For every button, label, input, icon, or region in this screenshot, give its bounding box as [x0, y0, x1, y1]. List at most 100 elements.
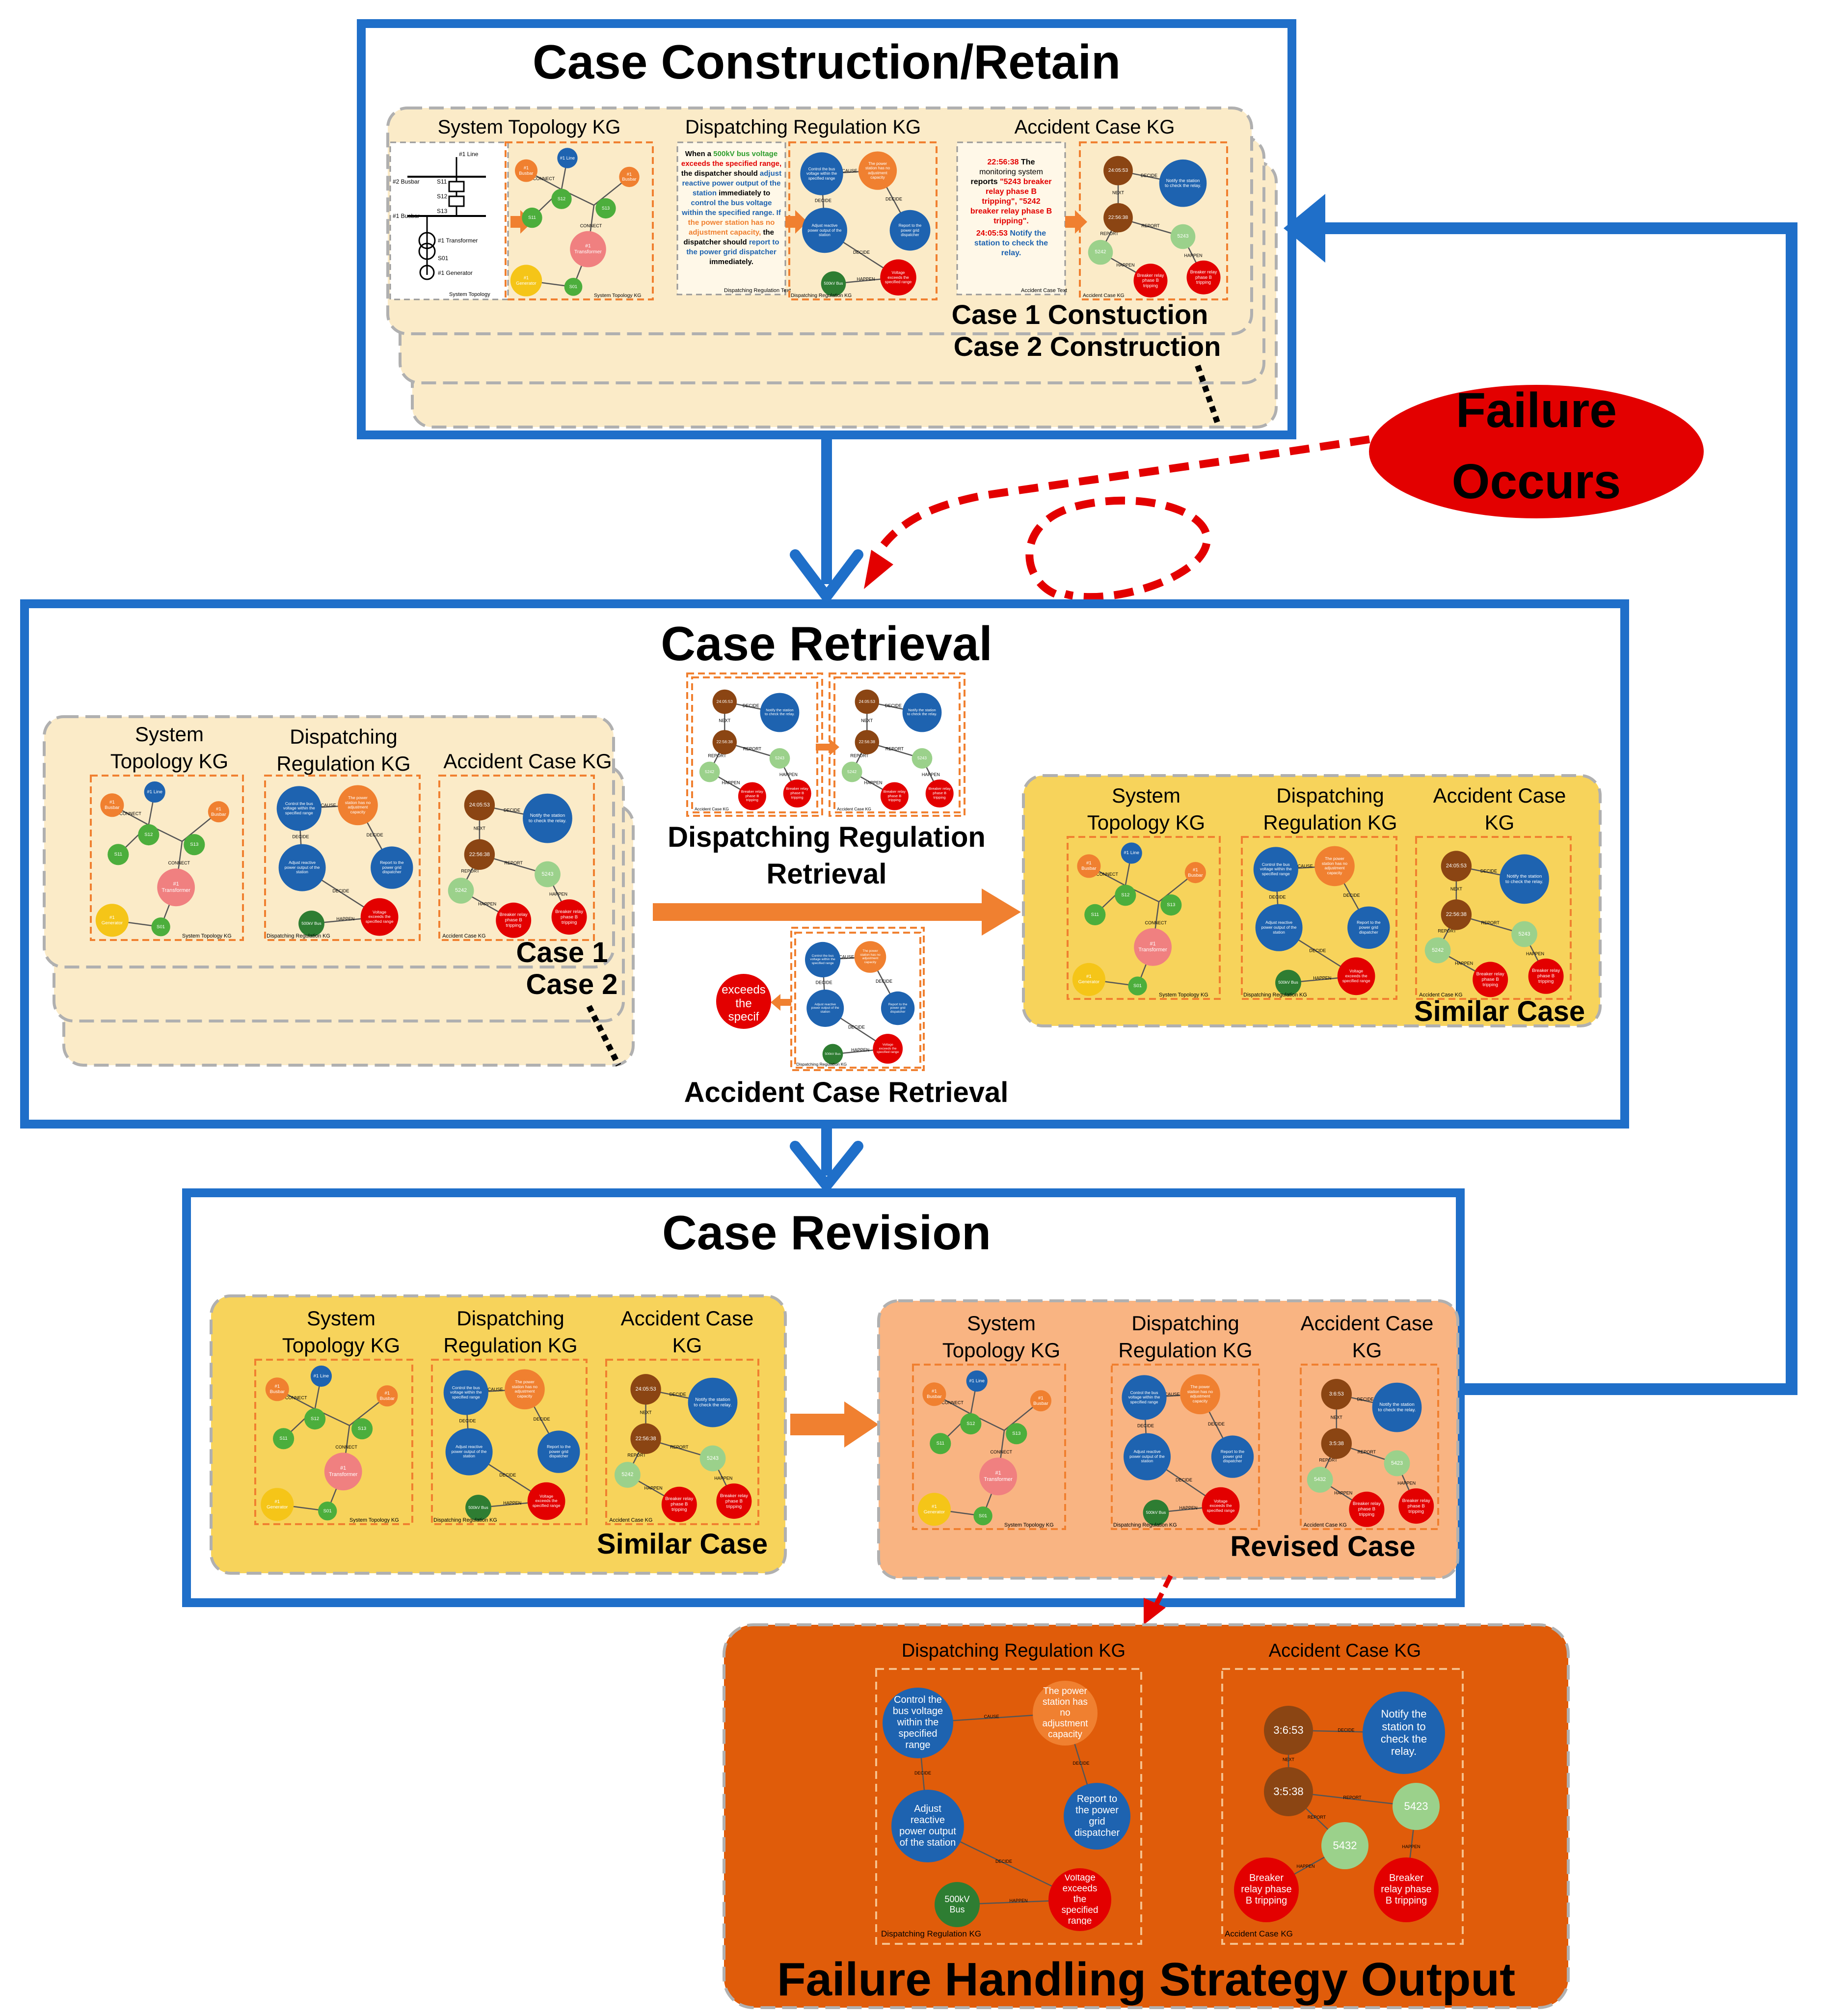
kg-node	[699, 1445, 726, 1472]
output-stage-card	[723, 1623, 1570, 2009]
kg-node	[464, 839, 495, 870]
kg-edge-label: HAPPEN	[722, 780, 740, 785]
arrow-revision-to-output-head	[1144, 1598, 1166, 1625]
kg-node-label: 5242	[1432, 947, 1444, 953]
kg-node	[805, 941, 841, 978]
kg-caption: Dispatching Regulation KG	[267, 933, 330, 939]
kg-node-label: S13	[358, 1426, 367, 1432]
kg-node-label: The power station has no adjustment capa…	[345, 795, 371, 814]
kg-caption: Accident Case KG	[837, 806, 871, 811]
kg-node	[902, 693, 942, 732]
kg-node	[661, 1486, 697, 1522]
kg-node-label: #1 Transformer	[574, 243, 602, 255]
kg-node	[1006, 1423, 1027, 1445]
kg-node	[1124, 1433, 1171, 1480]
kg-node-label: #1 Busbar	[105, 800, 120, 811]
kg-node-label: Voltage exceeds the specified range	[1061, 1874, 1099, 1925]
kg-edge-label: REPORT	[1319, 1458, 1338, 1463]
kg-node	[1321, 1379, 1352, 1410]
kg-node	[619, 166, 640, 188]
kg-node	[917, 1493, 951, 1526]
kg-node	[1500, 854, 1549, 904]
kg-node	[889, 210, 931, 251]
kg-node	[922, 1382, 946, 1406]
kg-node-label: 3:5:38	[1273, 1785, 1304, 1798]
failure-label-line2: Occurs	[1452, 454, 1621, 509]
kg-edge-label: CONNECT	[580, 223, 602, 228]
kg-caption: System Topology KG	[594, 293, 641, 298]
kg-node	[510, 265, 542, 296]
kg-edge-label: HAPPEN	[779, 772, 798, 777]
kg-edge-label: DECIDE	[504, 808, 520, 813]
kg-edge-label: CAUSE	[1298, 864, 1313, 869]
kg-node	[138, 824, 160, 846]
kg-node-label: Adjust reactive power output of the stat…	[807, 223, 842, 237]
kg-node	[1275, 969, 1301, 996]
kg-node	[445, 1428, 493, 1476]
kg-node	[523, 793, 572, 843]
kg-node	[95, 904, 129, 937]
kg-node-label: Notify the station to check the relay.	[1505, 873, 1544, 885]
kg-edge-label: REPORT	[1308, 1815, 1326, 1820]
kg-node-label: S11	[528, 215, 536, 220]
kg-edge-label: HAPPEN	[1184, 253, 1202, 258]
kg-node	[376, 1385, 398, 1407]
case2-construction-label: Case 2 Construction	[954, 331, 1221, 362]
rev-kg-accident-l1: Accident Case	[1301, 1312, 1434, 1335]
rev-kg-kg-l2: KG	[1352, 1339, 1382, 1362]
kg-node	[1103, 203, 1133, 233]
kg-edge-label: CONNECT	[168, 860, 190, 865]
kg-edge-label: DECIDE	[1309, 948, 1326, 953]
kg-node	[1528, 958, 1564, 994]
accident-kg-panel	[1079, 141, 1228, 300]
kg-node-label: Adjust reactive power output of the stat…	[451, 1444, 487, 1459]
kg-caption: Dispatching Regulation KG	[797, 1062, 847, 1067]
kg-node	[1337, 957, 1375, 995]
svg-text:dispatcher should report to: dispatcher should report to	[683, 238, 779, 246]
kg-node-label: Notify the station to check the relay.	[764, 707, 795, 717]
kg-node-label: #1 Generator	[516, 275, 536, 286]
kg-node	[1321, 1428, 1352, 1459]
kg-edge-label: CAUSE	[321, 803, 336, 808]
kg-node	[630, 1374, 661, 1405]
kg-node	[841, 761, 862, 782]
kg-node-label: Adjust reactive power output of the stat…	[1129, 1449, 1165, 1464]
kg-node-label: #1 Busbar	[519, 165, 534, 176]
ret-kg-regulation-l2: Regulation KG	[276, 752, 410, 775]
svg-text:tripping".: tripping".	[993, 217, 1029, 225]
kg-edge-label: DECIDE	[816, 980, 832, 985]
kg-node-label: Report to the power grid dispatcher	[547, 1444, 571, 1459]
svg-text:adjustment capacity, the: adjustment capacity, the	[689, 228, 774, 237]
topology-schematic: #1 Line #2 Busbar #1 Busbar S11 S12 S13 …	[389, 141, 509, 300]
kg-node-label: Breaker relay phase B tripping	[1352, 1501, 1381, 1518]
kg-node	[595, 198, 616, 219]
svg-text:#2 Busbar: #2 Busbar	[393, 178, 420, 185]
kg-node-label: 22:56:38	[716, 739, 733, 745]
rev-sim-kg-dispatching-l1: Dispatching	[456, 1307, 564, 1330]
kg-node	[443, 1370, 488, 1415]
kg-node	[806, 990, 844, 1027]
kg-node	[935, 1882, 980, 1927]
kg-node	[1374, 1857, 1439, 1922]
kg-node-label: 5423	[1391, 1460, 1403, 1466]
kg-node-label: #1 Generator	[101, 914, 123, 926]
kg-node	[881, 991, 915, 1025]
kg-node-label: S13	[601, 206, 610, 211]
kg-node-label: 5242	[1095, 249, 1106, 255]
kg-node-label: #1 Line	[1124, 850, 1139, 856]
kg-node	[630, 1423, 661, 1454]
kg-edge-label: DECIDE	[1343, 893, 1360, 898]
kg-caption: System Topology KG	[182, 933, 232, 939]
kg-caption: Accident Case KG	[442, 933, 485, 939]
kg-node	[371, 846, 413, 889]
kg-node-label: Adjust reactive power output of the stat…	[899, 1803, 956, 1848]
kg-edge-label: HAPPEN	[1009, 1898, 1027, 1903]
accident-kg-panel	[438, 775, 595, 941]
kg-node	[883, 1688, 953, 1758]
exceed-bubble	[716, 974, 771, 1029]
kg-node	[564, 278, 583, 296]
kg-node	[496, 902, 532, 938]
kg-node-label: 5243	[706, 1455, 719, 1461]
revision-similar-case-card	[210, 1294, 787, 1575]
kg-edge-label: CONNECT	[1145, 920, 1167, 925]
